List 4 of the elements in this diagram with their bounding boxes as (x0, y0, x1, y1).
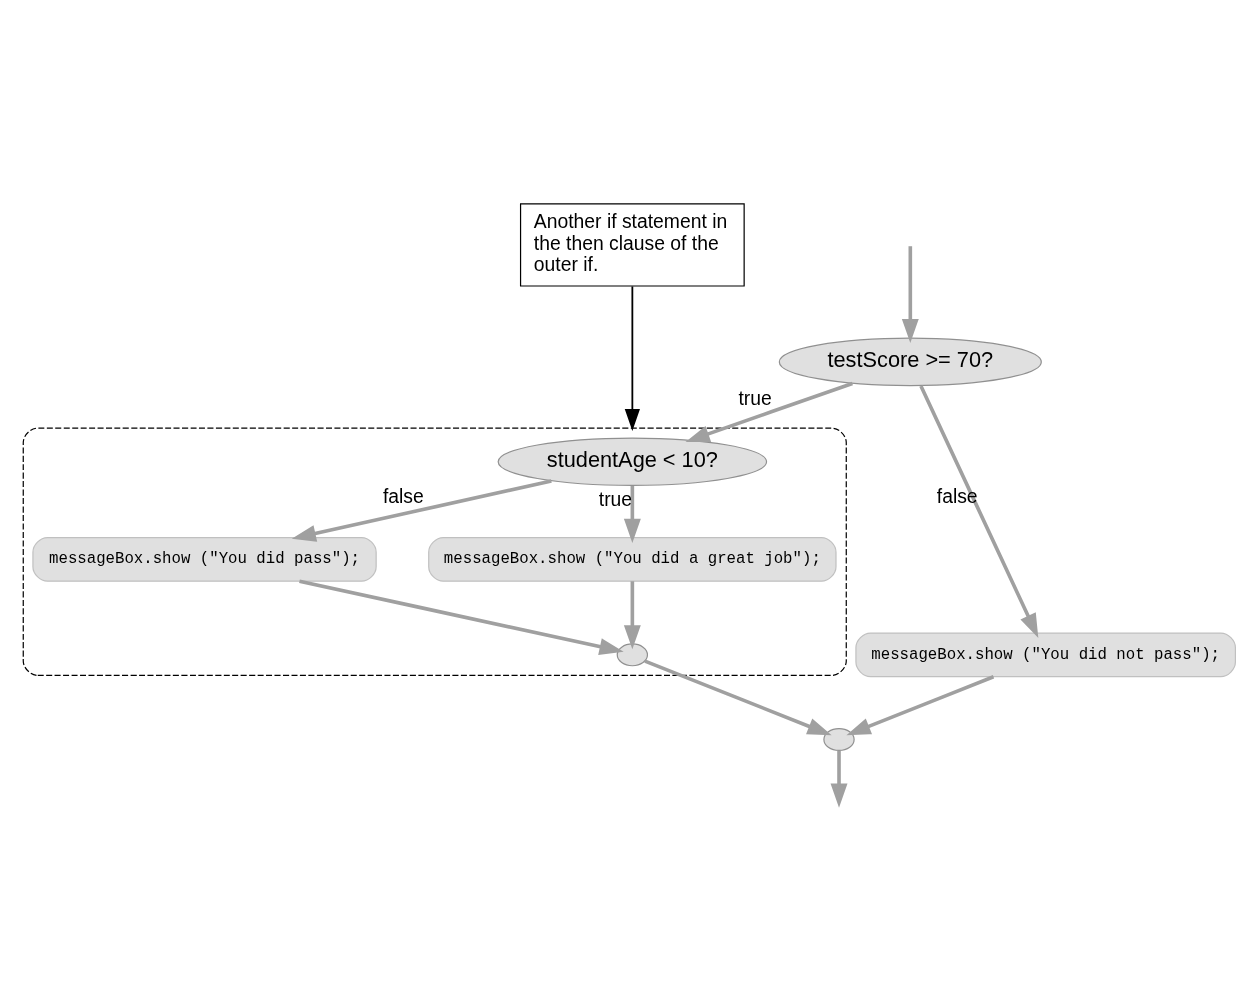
edge-label: false (936, 485, 978, 507)
edge-label: true (598, 488, 633, 510)
edge-label: false (382, 485, 424, 507)
edge-label: true (738, 388, 772, 410)
